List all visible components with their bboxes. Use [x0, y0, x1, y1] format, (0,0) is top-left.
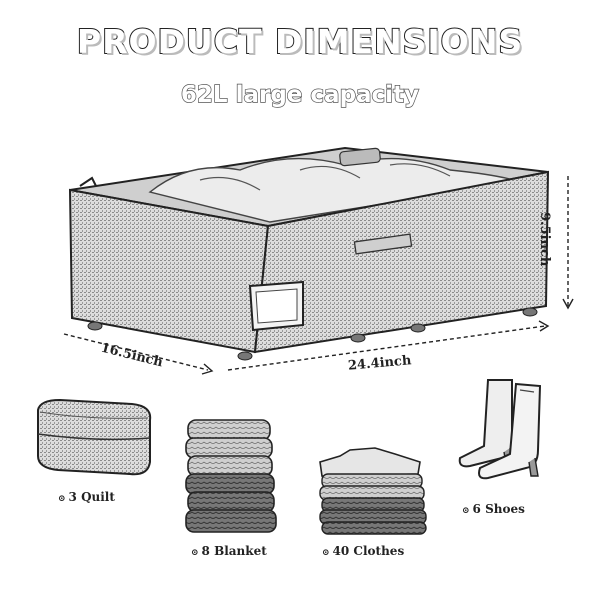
- bullet-icon: ⊙: [58, 494, 66, 504]
- bullet-icon: ⊙: [462, 506, 470, 516]
- boots-icon: [458, 379, 542, 480]
- height-label: 9.5inch: [537, 212, 552, 267]
- width-arrow: [227, 320, 550, 371]
- storage-box-icon: [68, 146, 550, 361]
- quilt-icon: [37, 398, 152, 476]
- depth-arrow: [63, 333, 214, 375]
- bullet-icon: ⊙: [322, 548, 330, 558]
- clothes-capacity-label: ⊙40 Clothes: [322, 544, 405, 558]
- clothes-stack-icon: [319, 447, 427, 535]
- bullet-icon: ⊙: [191, 548, 199, 558]
- blanket-stack-icon: [185, 419, 277, 533]
- capacity-subtitle: 62L large capacity: [180, 81, 420, 108]
- quilt-capacity-label: ⊙3 Quilt: [58, 490, 115, 504]
- page-title: PRODUCT DIMENSIONS: [76, 21, 524, 62]
- shoes-capacity-label: ⊙6 Shoes: [462, 502, 525, 516]
- blanket-capacity-label: ⊙8 Blanket: [191, 544, 267, 558]
- height-arrow: [562, 176, 574, 310]
